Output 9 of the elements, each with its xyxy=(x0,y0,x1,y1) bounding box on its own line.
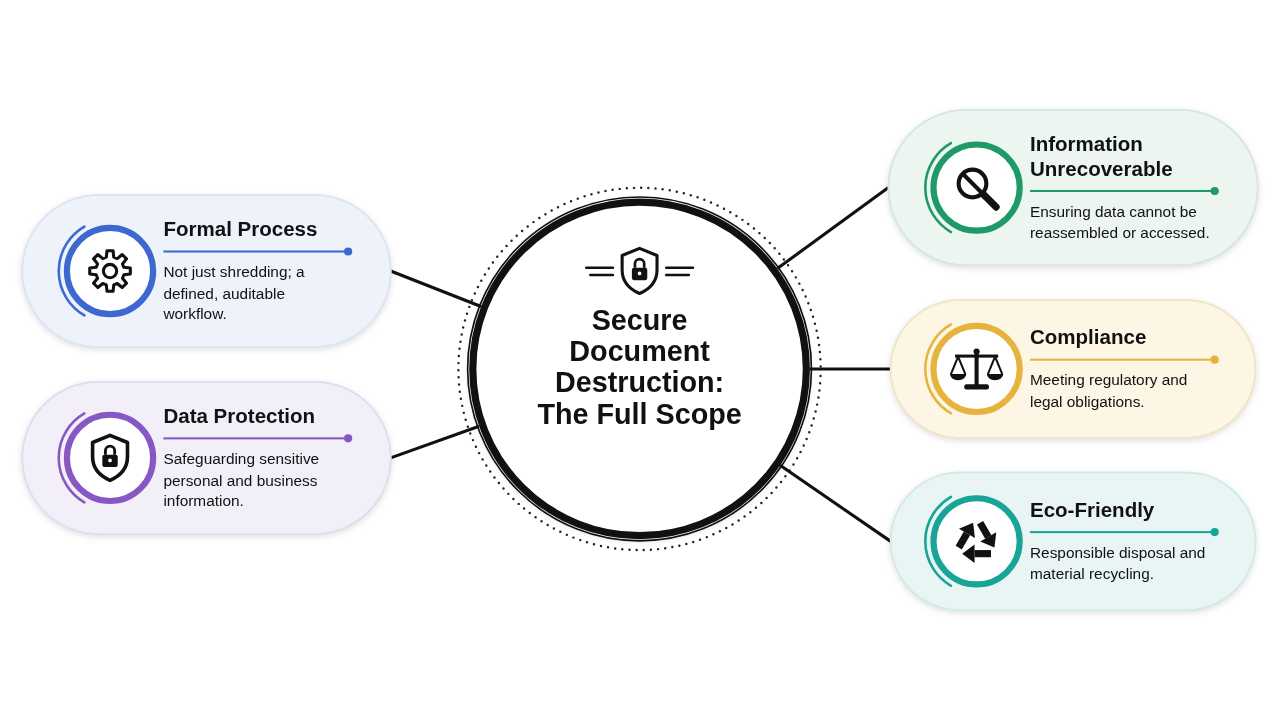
card-description: Safeguarding sensitive personal and business information. xyxy=(163,448,321,512)
connector-line xyxy=(390,424,480,460)
card-description: Not just shredding; a defined, auditable workflow. xyxy=(163,261,306,325)
card-description: Ensuring data cannot be reassembled or accessed. xyxy=(1029,201,1211,243)
hub-title: Secure Document Destruction: The Full Scope xyxy=(536,305,743,432)
card-description: Responsible disposal and material recycling. xyxy=(1029,542,1207,585)
card-description: Meeting regulatory and legal obligations. xyxy=(1029,370,1189,412)
connector-line xyxy=(390,269,482,308)
connector-line xyxy=(809,367,891,371)
